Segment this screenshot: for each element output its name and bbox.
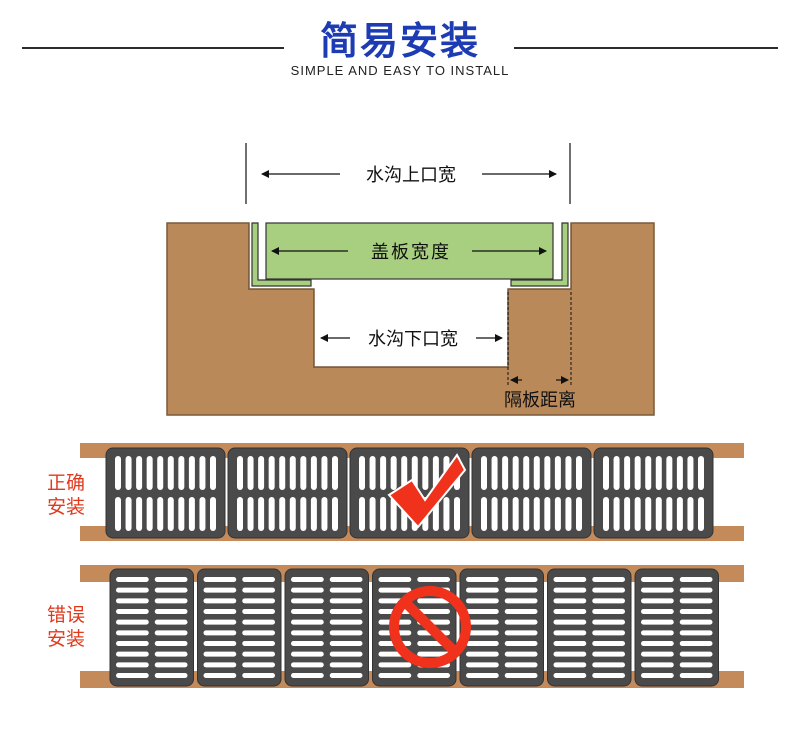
prohibited-icon xyxy=(389,586,471,668)
top-width-label: 水沟上口宽 xyxy=(366,165,456,186)
correct-grate xyxy=(105,447,226,539)
cover-width-dimension: 盖板宽度 xyxy=(271,242,547,263)
header-rule-left xyxy=(22,47,284,49)
wrong-grate xyxy=(197,568,282,687)
wrong-grate xyxy=(109,568,194,687)
wrong-label: 错误 安装 xyxy=(46,604,85,650)
bottom-width-dimension: 水沟下口宽 xyxy=(320,329,503,350)
wrong-grate xyxy=(634,568,719,687)
correct-grate xyxy=(593,447,714,539)
wrong-grate xyxy=(459,568,544,687)
trench-lower-opening xyxy=(314,289,508,367)
wrong-grate xyxy=(372,568,457,687)
wrong-grate xyxy=(547,568,632,687)
page-title: 简易安装 xyxy=(319,19,480,63)
wrong-grate xyxy=(284,568,369,687)
spacer-label: 隔板距离 xyxy=(504,390,576,411)
channel-frame xyxy=(251,222,312,287)
wrong-installation xyxy=(80,565,744,688)
page-subtitle: SIMPLE AND EASY TO INSTALL xyxy=(290,63,510,78)
header-rule-right xyxy=(514,47,778,49)
check-mark-icon xyxy=(387,453,467,529)
correct-grate xyxy=(471,447,592,539)
correct-installation xyxy=(80,443,744,541)
correct-grate xyxy=(227,447,348,539)
top-width-dimension: 水沟上口宽 xyxy=(245,143,571,204)
correct-label: 正确 安装 xyxy=(46,472,85,518)
spacer-dimension: 隔板距离 xyxy=(504,292,576,411)
bottom-width-label: 水沟下口宽 xyxy=(368,329,458,350)
cover-width-label: 盖板宽度 xyxy=(371,242,451,263)
